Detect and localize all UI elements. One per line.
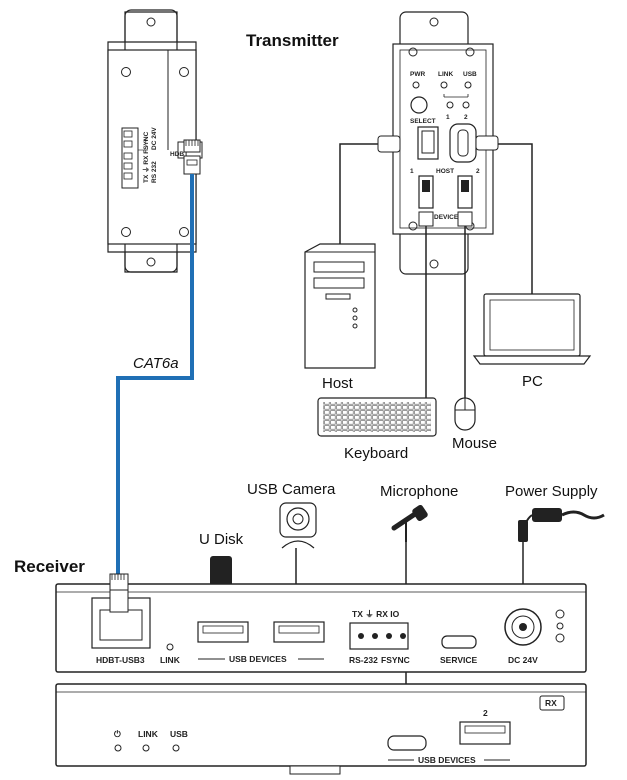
usb-led [464, 81, 472, 89]
usb-device-port-2[interactable] [273, 621, 325, 643]
link-led [166, 643, 174, 651]
host-label: HOST [436, 168, 454, 175]
power-led [114, 744, 122, 752]
hdbt-label: HDBT [170, 151, 188, 158]
pc-laptop [472, 293, 592, 365]
transmitter-right-plate: PWR LINK USB SELECT 1 2 1 HOST 2 DEVICE [392, 11, 494, 275]
usb-camera-label: USB Camera [247, 481, 336, 498]
u-disk-label: U Disk [199, 531, 244, 548]
dc-24v-label: DC 24V [508, 655, 538, 665]
back-link-label: LINK [138, 729, 159, 739]
receiver-back-panel: RX ⏻ LINK USB 2 USB DEVICES [55, 683, 587, 775]
power-symbol-label: ⏻ [114, 729, 122, 739]
led-2-label: 2 [464, 114, 468, 121]
power-supply-label: Power Supply [505, 483, 598, 500]
select-button[interactable] [410, 96, 428, 114]
cat6a-cable [116, 174, 194, 574]
link-label: LINK [160, 655, 181, 665]
rs232-pins-label: TX ⏚ RX IO [352, 609, 400, 619]
back-usb-label: USB [170, 729, 188, 739]
host-1-usb-b-port[interactable] [417, 126, 439, 160]
back-usb-devices-label: USB DEVICES [418, 755, 476, 765]
transmitter-title: Transmitter [246, 31, 339, 50]
rx-badge-label: RX [545, 698, 557, 708]
mouse-label-text: Mouse [452, 435, 497, 452]
rs232-pins-label: TX ⏚ RX FSYNC [142, 131, 150, 183]
host-computer [304, 243, 376, 369]
usb-label: USB [463, 71, 477, 78]
link-led [440, 81, 448, 89]
dc-pins-label: − + [143, 138, 150, 148]
dc-label: DC 24V [151, 127, 158, 150]
port-2-label: 2 [483, 708, 488, 718]
microphone-label: Microphone [380, 483, 458, 500]
hdbt-usb3-label: HDBT-USB3 [96, 655, 145, 665]
fsync-label: FSYNC [381, 655, 410, 665]
usb-devices-label: USB DEVICES [229, 654, 287, 664]
back-link-led [142, 744, 150, 752]
host-2-label: 2 [476, 168, 480, 175]
usb-camera [279, 502, 317, 613]
host-label-text: Host [322, 375, 354, 392]
mouse [454, 397, 476, 431]
service-port[interactable] [441, 635, 477, 649]
pwr-label: PWR [410, 71, 425, 78]
service-label: SERVICE [440, 655, 477, 665]
usb-c-port[interactable] [387, 735, 427, 751]
rs232-label: RS-232 [349, 655, 378, 665]
keyboard [317, 397, 437, 437]
cat6a-label: CAT6a [133, 355, 179, 372]
receiver-front-panel: HDBT-USB3 LINK USB DEVICES TX ⏚ RX IO RS… [55, 573, 587, 673]
led-1-label: 1 [446, 114, 450, 121]
pc-label-text: PC [522, 373, 543, 390]
device-label: DEVICE [434, 214, 459, 221]
usb-device-port-1[interactable] [197, 621, 249, 643]
receiver-title: Receiver [14, 557, 85, 576]
keyboard-label-text: Keyboard [344, 445, 408, 462]
rx-badge [539, 695, 565, 711]
power-supply [518, 508, 605, 542]
transmitter-left-plate: TX ⏚ RX FSYNC RS 232 − + DC 24V HDBT [107, 9, 203, 273]
pwr-led [412, 81, 420, 89]
rs232-label: RS 232 [151, 161, 158, 183]
link-label: LINK [438, 71, 453, 78]
host-1-label: 1 [410, 168, 414, 175]
select-label: SELECT [410, 118, 436, 125]
back-usb-led [172, 744, 180, 752]
